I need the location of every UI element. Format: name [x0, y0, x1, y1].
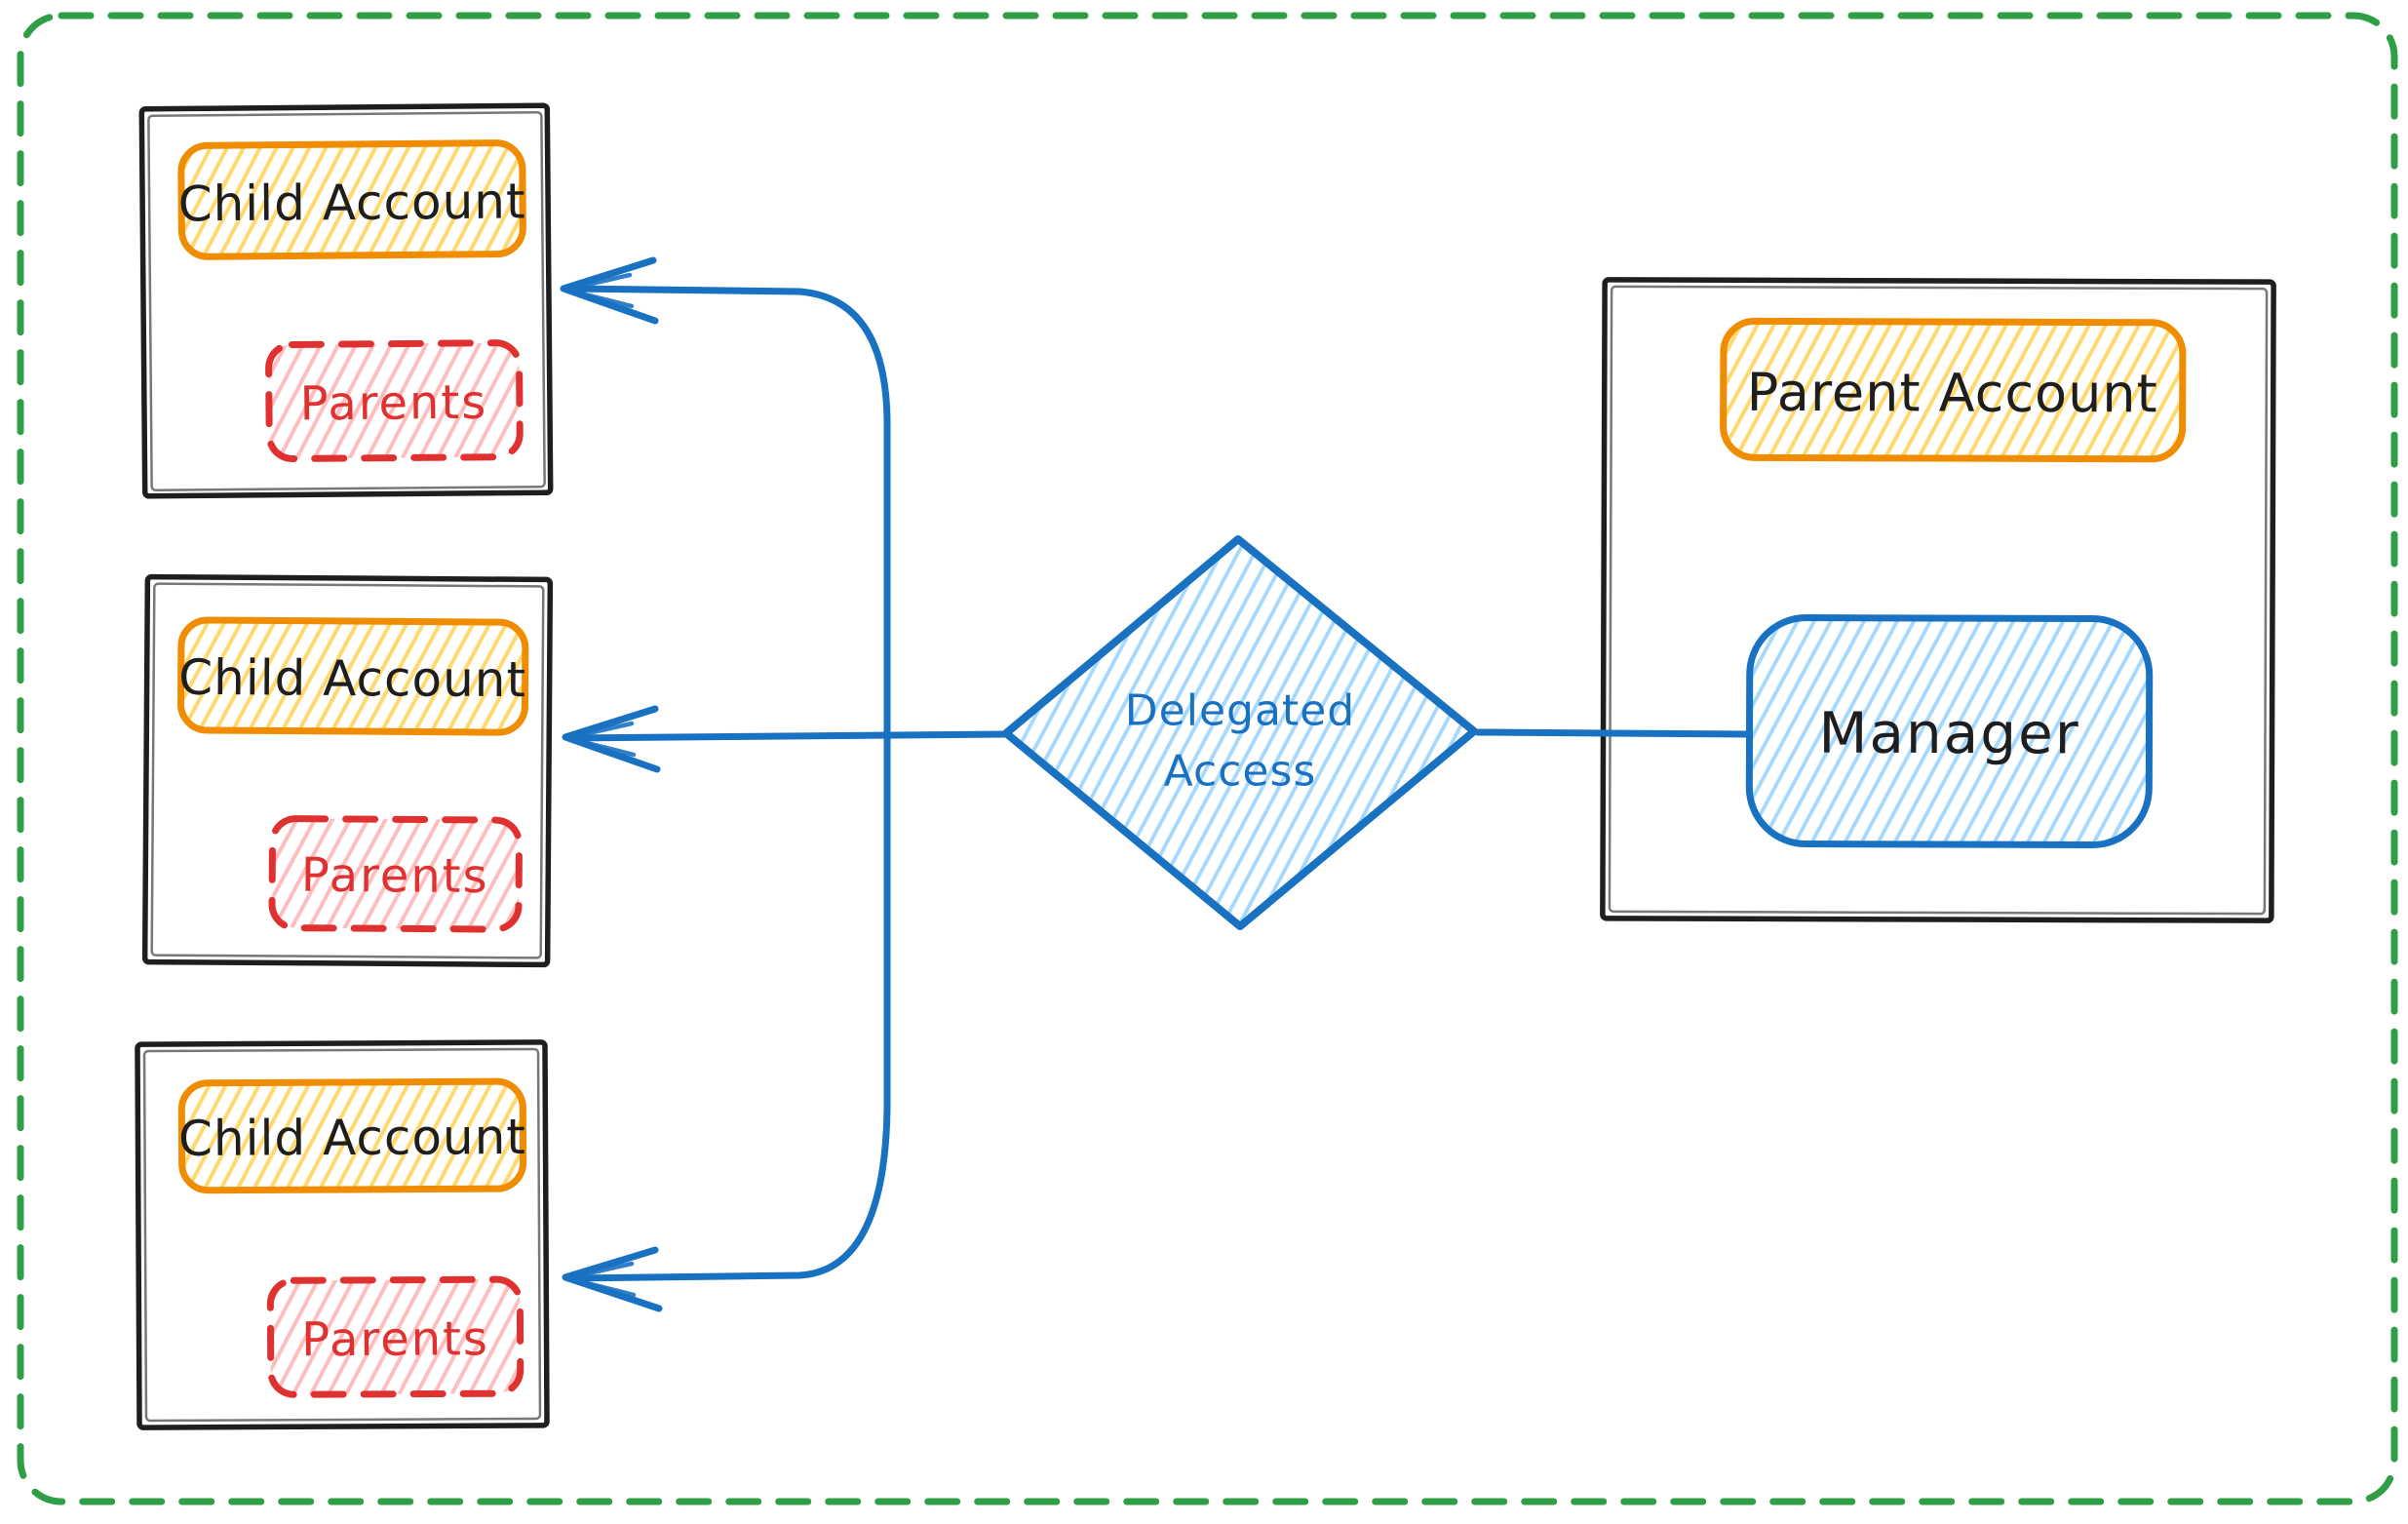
child-account-box-3-sketch [142, 1047, 542, 1423]
parent-account-box-sketch [1608, 285, 2269, 916]
arrow-to-child-2-line [565, 730, 1009, 742]
parents-box-2 [268, 815, 523, 933]
parents-label-1: Parents [299, 375, 487, 432]
diamond-label-line2: Access [1164, 747, 1317, 797]
arrow-to-child-1-line [566, 285, 891, 738]
connectors [560, 256, 1752, 1312]
arrowhead-child-3-echo [564, 1261, 637, 1298]
child-account-label-2 [176, 616, 529, 736]
arrow-to-child-3-line [566, 730, 891, 1282]
arrowhead-child-2-echo [564, 721, 637, 758]
parents-box-1 [265, 339, 524, 462]
child-account-title-2: Child Account [178, 649, 526, 708]
child-account-box-2-sketch [150, 582, 545, 959]
parent-account-title: Parent Account [1747, 362, 2158, 424]
parent-account-label [1720, 317, 2187, 463]
parents-label-3: Parents [301, 1311, 489, 1367]
parents-label-2: Parents [301, 848, 489, 904]
child-account-label-3 [177, 1077, 527, 1194]
child-account-box-1-sketch [147, 111, 546, 491]
child-account-label-1 [177, 139, 526, 260]
child-account-node-1: Child Account Parents [138, 102, 554, 499]
child-account-title-1: Child Account [177, 173, 525, 232]
diamond-shape [1002, 535, 1478, 930]
delegated-access-diamond: Delegated Access [1002, 535, 1478, 930]
canvas-border [17, 12, 2398, 1505]
diamond-label-line1: Delegated [1125, 686, 1355, 736]
parents-box-3 [266, 1275, 524, 1398]
child-account-title-3: Child Account [178, 1109, 526, 1167]
child-account-node-3: Child Account Parents [135, 1039, 550, 1430]
manager-label: Manager [1818, 700, 2079, 767]
arrowhead-child-1-echo [563, 272, 635, 309]
connector-manager-to-diamond [1474, 728, 1752, 738]
child-account-node-2: Child Account Parents [141, 573, 554, 968]
manager-node [1745, 614, 2154, 849]
parent-account-node: Parent Account Manager [1600, 277, 2276, 923]
